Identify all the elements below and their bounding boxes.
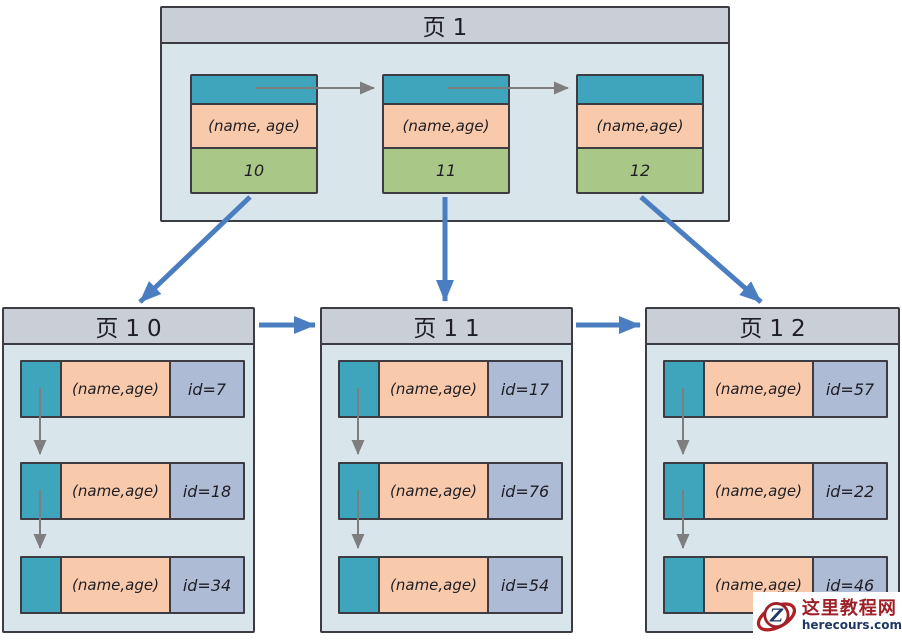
- entry-pointer-strip: [384, 76, 508, 103]
- entry-pointer-strip: [192, 76, 316, 103]
- record-pointer-cell: [340, 362, 380, 416]
- watermark-text: 这里教程网 herecours.com: [801, 598, 902, 633]
- record-row: (name,age) id=57: [663, 360, 888, 418]
- record-key-cell: (name,age): [705, 362, 812, 416]
- root-page-header: 页1: [162, 8, 728, 44]
- leaf-page-11: 页11 (name,age) id=17 (name,age) id=76 (n…: [320, 307, 573, 633]
- leaf-page-10: 页10 (name,age) id=7 (name,age) id=18 (na…: [2, 307, 255, 633]
- entry-pointer-strip: [578, 76, 702, 103]
- svg-text:Z: Z: [769, 606, 784, 627]
- record-row: (name,age) id=18: [20, 462, 245, 520]
- record-key-cell: (name,age): [62, 464, 169, 518]
- record-row: (name,age) id=22: [663, 462, 888, 520]
- record-id-cell: id=34: [169, 558, 243, 612]
- record-pointer-cell: [22, 464, 62, 518]
- record-pointer-cell: [340, 464, 380, 518]
- record-key-cell: (name,age): [705, 464, 812, 518]
- record-id-cell: id=57: [812, 362, 886, 416]
- record-key-cell: (name,age): [380, 558, 487, 612]
- record-pointer-cell: [665, 362, 705, 416]
- leaf-page-header: 页12: [647, 309, 898, 345]
- record-row: (name,age) id=46: [663, 556, 888, 614]
- record-id-cell: id=7: [169, 362, 243, 416]
- record-key-cell: (name,age): [380, 464, 487, 518]
- record-key-cell: (name,age): [62, 362, 169, 416]
- watermark-site-name: 这里教程网: [801, 598, 897, 620]
- watermark: Z 这里教程网 herecours.com: [753, 592, 902, 640]
- record-key-cell: (name,age): [380, 362, 487, 416]
- leaf-page-header: 页10: [4, 309, 253, 345]
- entry-page-cell: 12: [578, 147, 702, 192]
- record-pointer-cell: [22, 362, 62, 416]
- leaf-page-header: 页11: [322, 309, 571, 345]
- record-pointer-cell: [340, 558, 380, 612]
- leaf-page-title: 页11: [413, 316, 487, 342]
- watermark-site-url: herecours.com: [801, 618, 902, 633]
- record-row: (name,age) id=7: [20, 360, 245, 418]
- index-entry: (name,age) 12: [576, 74, 704, 194]
- root-page-title: 页1: [422, 15, 475, 41]
- root-page: 页1 (name, age) 10 (name,age) 11 (name,ag…: [160, 6, 730, 222]
- record-row: (name,age) id=34: [20, 556, 245, 614]
- index-entry: (name, age) 10: [190, 74, 318, 194]
- record-id-cell: id=17: [487, 362, 561, 416]
- record-pointer-cell: [665, 464, 705, 518]
- entry-key-cell: (name, age): [192, 103, 316, 147]
- record-row: (name,age) id=76: [338, 462, 563, 520]
- record-pointer-cell: [665, 558, 705, 612]
- index-entry: (name,age) 11: [382, 74, 510, 194]
- record-pointer-cell: [22, 558, 62, 612]
- leaf-page-title: 页10: [95, 316, 169, 342]
- record-id-cell: id=76: [487, 464, 561, 518]
- record-row: (name,age) id=54: [338, 556, 563, 614]
- record-id-cell: id=54: [487, 558, 561, 612]
- entry-key-cell: (name,age): [384, 103, 508, 147]
- record-id-cell: id=22: [812, 464, 886, 518]
- entry-page-cell: 11: [384, 147, 508, 192]
- record-row: (name,age) id=17: [338, 360, 563, 418]
- leaf-page-12: 页12 (name,age) id=57 (name,age) id=22 (n…: [645, 307, 900, 633]
- leaf-page-title: 页12: [739, 316, 813, 342]
- record-id-cell: id=18: [169, 464, 243, 518]
- record-key-cell: (name,age): [62, 558, 169, 612]
- entry-key-cell: (name,age): [578, 103, 702, 147]
- site-logo-icon: Z: [756, 602, 797, 632]
- entry-page-cell: 10: [192, 147, 316, 192]
